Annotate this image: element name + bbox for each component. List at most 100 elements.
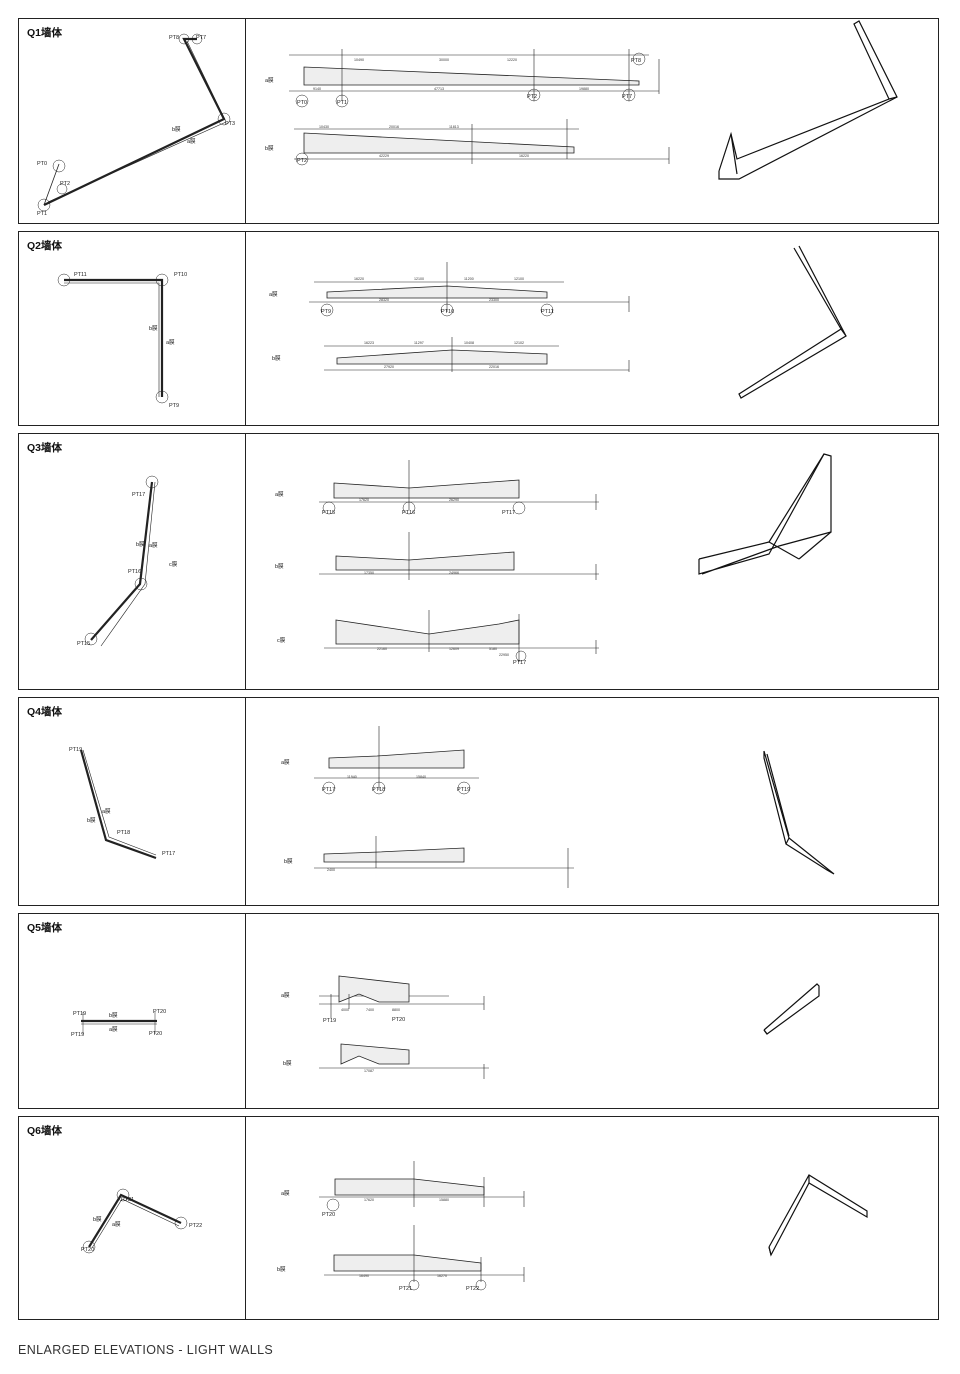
q6-elevation-b-dims: 16490 16270 PT21 PT22	[359, 1274, 479, 1292]
dimension: 22016	[489, 365, 499, 369]
panel-title: Q1墙体	[27, 27, 63, 39]
dimension: 10490	[354, 58, 364, 62]
q3-elevation-b: b膜	[275, 532, 599, 580]
q5-axonometric	[763, 983, 820, 1035]
q6-drawing: PT21 PT22 PT20 b膜 a膜 a膜 17620 15880 PT20…	[81, 1161, 868, 1292]
dimension: 12100	[414, 277, 424, 281]
q2-elevation-a-dims: 16220 12100 11200 12100 28320 23300 PT9 …	[321, 277, 554, 315]
face-label: b膜	[284, 857, 293, 865]
face-label: a膜	[265, 76, 274, 84]
point-label: PT0	[297, 100, 307, 106]
panel-title: Q6墙体	[27, 1125, 63, 1137]
point-label: PT0	[37, 161, 47, 167]
q3-drawing: PT17 PT16 PT15 b膜 a膜 c膜 a膜 17620 26290 P…	[77, 453, 832, 666]
face-label: b膜	[275, 562, 284, 570]
q6-elevation-b: b膜	[277, 1225, 525, 1291]
dimension: 15880	[439, 1198, 449, 1202]
q3-axonometric	[698, 453, 832, 575]
dimension: 16490	[359, 1274, 369, 1278]
panel-divider	[245, 914, 246, 1108]
panel-q4: Q4墙体 PT19 PT18 PT17 b膜 a膜 a膜 11940 15840…	[18, 697, 939, 906]
q4-axonometric	[763, 750, 835, 875]
dimension: 16220	[354, 277, 364, 281]
q3-elevation-c-dims: 22160 12609 5180 22950 PT17	[377, 647, 526, 666]
dimension: 12102	[514, 341, 524, 345]
panel-q5: Q5墙体 PT19 PT20 PT19 PT20 b膜 a膜 a膜 4000	[18, 913, 939, 1109]
point-label: PT17	[513, 660, 526, 666]
point-label: PT15	[322, 510, 335, 516]
point-label: PT11	[74, 272, 87, 278]
dimension: 17350	[364, 571, 374, 575]
dimension: 10408	[464, 341, 474, 345]
q1-drawing: PT0 PT1 PT2 PT3 PT7 PT8 b膜 a膜 a膜 1049	[37, 20, 898, 217]
panel-divider	[245, 698, 246, 905]
point-label: PT20	[322, 1212, 335, 1218]
q1-plan-labels: PT0 PT1 PT2 PT3 PT7 PT8 b膜 a膜	[37, 35, 235, 217]
dimension: 47713	[434, 87, 444, 91]
face-label: a膜	[281, 1189, 290, 1197]
dimension: 8800	[392, 1008, 400, 1012]
dimension: 22160	[377, 647, 387, 651]
dimension: 2400	[327, 868, 335, 872]
q5-plan-labels: PT19 PT20 PT19 PT20 b膜 a膜	[71, 1009, 166, 1038]
point-label: PT9	[321, 309, 331, 315]
q3-elevation-a: a膜	[275, 460, 599, 515]
dimension: 12609	[449, 647, 459, 651]
q3-plan	[84, 475, 159, 647]
point-label: PT22	[466, 1286, 479, 1292]
dimension: 23300	[489, 298, 499, 302]
point-label: PT19	[71, 1032, 84, 1038]
face-label: b膜	[265, 144, 274, 152]
q1-elevation-a: a膜	[265, 49, 660, 108]
panel-title: Q4墙体	[27, 706, 63, 718]
dimension: 4000	[341, 1008, 349, 1012]
face-label: b膜	[136, 540, 145, 548]
q2-elevation-a: a膜	[269, 262, 630, 317]
point-label: PT17	[132, 492, 145, 498]
panel-divider	[245, 232, 246, 425]
point-label: PT18	[372, 787, 385, 793]
dimension: 10430	[319, 125, 329, 129]
q6-elevation-a: a膜	[281, 1161, 525, 1212]
dimension: 30000	[439, 58, 449, 62]
q4-elevation-a-dims: 11940 15840 PT17 PT18 PT19	[322, 775, 470, 793]
point-label: PT11	[541, 309, 554, 315]
face-label: a膜	[281, 758, 290, 766]
point-label: PT9	[169, 403, 179, 409]
dimension: 5180	[489, 647, 497, 651]
q5-drawing: PT19 PT20 PT19 PT20 b膜 a膜 a膜 4000 7400 8…	[71, 975, 820, 1079]
point-label: PT21	[399, 1286, 412, 1292]
dimension: 11940	[347, 775, 357, 779]
q3-plan-labels: PT17 PT16 PT15 b膜 a膜 c膜	[77, 492, 178, 647]
point-label: PT16	[402, 510, 415, 516]
face-label: a膜	[281, 991, 290, 999]
dimension: 9140	[313, 87, 321, 91]
point-label: PT21	[121, 1197, 134, 1203]
q2-elevation-b-dims: 16223 11297 10408 12102 27920 22016	[364, 341, 524, 369]
panel-divider	[245, 1117, 246, 1319]
q2-elevation-b: b膜	[272, 337, 630, 372]
point-label: PT20	[149, 1031, 162, 1037]
dimension: 11297	[414, 341, 424, 345]
point-label: PT7	[196, 35, 206, 41]
dimension: 12220	[507, 58, 517, 62]
face-label: a膜	[187, 137, 196, 145]
q5-elevation-a: a膜	[281, 975, 485, 1018]
face-label: b膜	[109, 1011, 118, 1019]
dimension: 16270	[437, 1274, 447, 1278]
face-label: b膜	[272, 354, 281, 362]
q6-axonometric	[768, 1174, 868, 1257]
point-label: PT17	[502, 510, 515, 516]
face-label: b膜	[149, 324, 158, 332]
q6-plan	[82, 1188, 188, 1254]
face-label: a膜	[166, 338, 175, 346]
point-label: PT17	[162, 851, 175, 857]
face-label: a膜	[269, 290, 278, 298]
face-label: c膜	[277, 636, 286, 644]
dimension: 17087	[364, 1069, 374, 1073]
q4-elevation-b: b膜	[284, 836, 574, 888]
dimension: 22950	[499, 653, 509, 657]
dimension: 20016	[389, 125, 399, 129]
page-caption: ENLARGED ELEVATIONS - LIGHT WALLS	[18, 1343, 274, 1357]
point-label: PT20	[392, 1017, 405, 1023]
